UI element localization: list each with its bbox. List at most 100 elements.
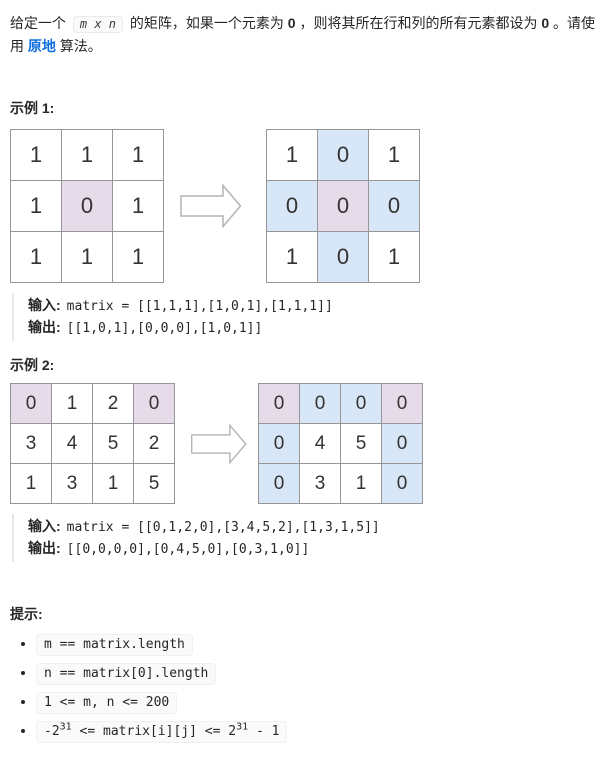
arrow-right-icon: [180, 184, 242, 228]
matrix-cell: 0: [340, 383, 382, 424]
text-segment: 的矩阵，如果一个元素为: [126, 15, 288, 31]
example2-input-line: 输入: matrix = [[0,1,2,0],[3,4,5,2],[1,3,1,…: [28, 516, 605, 538]
matrix-cell: 1: [266, 129, 318, 181]
text-segment: 给定一个: [10, 15, 70, 31]
example1-output-line: 输出: [[1,0,1],[0,0,0],[1,0,1]]: [28, 317, 605, 339]
text-segment: -2: [44, 724, 60, 739]
matrix-cell: 1: [10, 463, 52, 504]
text-segment: ，则将其所在行和列的所有元素都设为: [295, 15, 542, 31]
matrix-cell: 0: [381, 463, 423, 504]
input-label: 输入:: [28, 518, 61, 534]
output-label: 输出:: [28, 319, 61, 335]
matrix-cell: 1: [51, 383, 93, 424]
matrix-cell: 5: [92, 423, 134, 464]
inline-code-mxn: m x n: [72, 16, 124, 33]
matrix-cell: 3: [51, 463, 93, 504]
matrix-cell: 0: [299, 383, 341, 424]
matrix-cell: 4: [299, 423, 341, 464]
superscript: 31: [59, 721, 72, 733]
matrix-cell: 1: [368, 231, 420, 283]
example2-io: 输入: matrix = [[0,1,2,0],[3,4,5,2],[1,3,1,…: [12, 514, 605, 562]
matrix-cell: 5: [133, 463, 175, 504]
matrix-cell: 1: [340, 463, 382, 504]
matrix-cell: 0: [258, 423, 300, 464]
input-value: matrix = [[0,1,2,0],[3,4,5,2],[1,3,1,5]]: [66, 520, 380, 535]
output-label: 输出:: [28, 540, 61, 556]
matrix-cell: 1: [112, 180, 164, 232]
hint-item: 1 <= m, n <= 200: [36, 692, 605, 715]
text-segment: 算法。: [55, 38, 102, 54]
matrix-cell: 0: [258, 383, 300, 424]
matrix-cell: 1: [112, 231, 164, 283]
matrix-cell: 0: [381, 423, 423, 464]
example1-title: 示例 1:: [10, 100, 55, 116]
matrix-cell: 0: [317, 180, 369, 232]
problem-statement: 给定一个 m x n 的矩阵，如果一个元素为 0 ，则将其所在行和列的所有元素都…: [10, 12, 605, 57]
matrix-cell: 3: [299, 463, 341, 504]
hint-code: 1 <= m, n <= 200: [36, 692, 178, 714]
matrix-cell: 0: [266, 180, 318, 232]
matrix-cell: 0: [381, 383, 423, 424]
hint-code: -231 <= matrix[i][j] <= 231 - 1: [36, 721, 288, 743]
hint-item: m == matrix.length: [36, 634, 605, 657]
in-place-link[interactable]: 原地: [27, 38, 56, 54]
matrix-cell: 1: [61, 129, 113, 181]
output-value: [[1,0,1],[0,0,0],[1,0,1]]: [66, 321, 263, 336]
matrix-cell: 1: [61, 231, 113, 283]
example1-io: 输入:matrix = [[1,1,1],[1,0,1],[1,1,1]] 输出…: [12, 293, 605, 341]
bold-zero: 0: [541, 15, 550, 31]
matrix-cell: 0: [317, 231, 369, 283]
output-value: [[0,0,0,0],[0,4,5,0],[0,3,1,0]]: [66, 542, 310, 557]
text-segment: - 1: [248, 724, 280, 739]
hint-code: n == matrix[0].length: [36, 663, 217, 685]
matrix-cell: 4: [51, 423, 93, 464]
matrix-cell: 0: [10, 383, 52, 424]
matrix-cell: 1: [10, 231, 62, 283]
hint-item: n == matrix[0].length: [36, 663, 605, 686]
text-segment: 。请使用: [10, 15, 596, 54]
superscript: 31: [236, 721, 249, 733]
example1-input-line: 输入:matrix = [[1,1,1],[1,0,1],[1,1,1]]: [28, 295, 605, 317]
matrix-cell: 1: [266, 231, 318, 283]
input-value: matrix = [[1,1,1],[1,0,1],[1,1,1]]: [66, 299, 333, 314]
arrow-right-icon: [191, 423, 247, 464]
hint-code: m == matrix.length: [36, 634, 193, 656]
hints-title: 提示:: [10, 606, 43, 622]
example2-output-line: 输出: [[0,0,0,0],[0,4,5,0],[0,3,1,0]]: [28, 538, 605, 560]
hint-item: -231 <= matrix[i][j] <= 231 - 1: [36, 721, 605, 744]
matrix-cell: 5: [340, 423, 382, 464]
matrix-cell: 1: [368, 129, 420, 181]
matrix-cell: 0: [368, 180, 420, 232]
matrix-cell: 1: [92, 463, 134, 504]
matrix-cell: 1: [10, 129, 62, 181]
matrix-cell: 0: [61, 180, 113, 232]
matrix-cell: 0: [133, 383, 175, 424]
text-segment: <= matrix[i][j] <= 2: [71, 724, 237, 739]
bold-zero: 0: [287, 15, 296, 31]
example2-title: 示例 2:: [10, 357, 55, 373]
matrix-cell: 2: [92, 383, 134, 424]
matrix-cell: 0: [258, 463, 300, 504]
hints-list: m == matrix.length n == matrix[0].length…: [10, 634, 605, 744]
matrix-cell: 3: [10, 423, 52, 464]
matrix-cell: 2: [133, 423, 175, 464]
